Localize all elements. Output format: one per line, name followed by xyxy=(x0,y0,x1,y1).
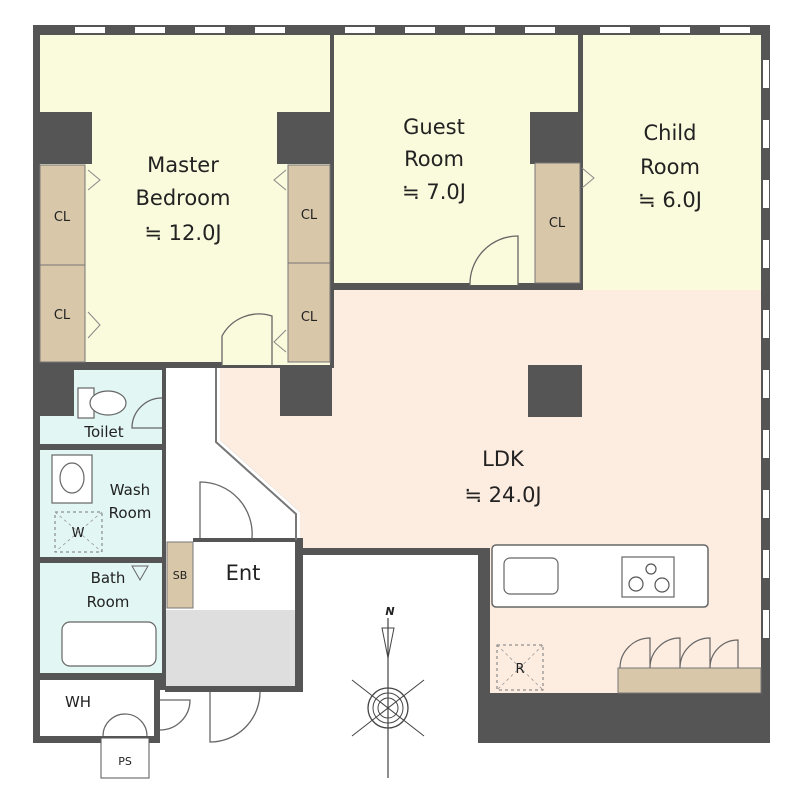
closet-label-3: CL xyxy=(301,208,318,223)
closet-label-2: CL xyxy=(54,308,71,323)
closet-master-right-top xyxy=(287,164,331,264)
bathtub xyxy=(61,621,157,667)
stove xyxy=(621,556,675,598)
cupboard xyxy=(617,667,762,694)
master-bedroom-area xyxy=(40,35,330,365)
door-wash xyxy=(199,481,253,539)
wall-entrance-right xyxy=(295,540,303,690)
closet-door-marks xyxy=(87,167,595,353)
door-ps xyxy=(102,713,148,737)
pipe-space-label: PS xyxy=(118,755,132,768)
wall-master-guest xyxy=(330,35,334,290)
water-heater-label: WH xyxy=(65,693,91,711)
child-room-name-2: Room xyxy=(640,155,700,179)
wall-ldk-bottom xyxy=(478,693,770,703)
shoe-box-label: SB xyxy=(173,569,188,582)
toilet-label: Toilet xyxy=(83,423,123,441)
wall-wet-right xyxy=(162,368,166,688)
washer-label: W xyxy=(72,526,85,541)
bath-drain-mark xyxy=(131,565,149,582)
master-bedroom-name-1: Master xyxy=(147,153,219,177)
guest-room-name-2: Room xyxy=(404,147,464,171)
wall-ldk-left xyxy=(478,555,490,700)
wall-bath-bottom xyxy=(40,673,165,680)
column-lower-mid xyxy=(280,368,332,416)
washer-space xyxy=(54,511,103,553)
column-master-left xyxy=(40,112,92,164)
shoe-box xyxy=(166,541,194,609)
hallway-wall-line xyxy=(215,368,297,540)
burner-1 xyxy=(628,576,644,592)
door-guest xyxy=(469,235,519,287)
closet-master-right-bottom xyxy=(287,262,331,363)
column-child-left xyxy=(530,112,583,164)
column-master-right xyxy=(277,112,330,164)
wall-wash-bottom xyxy=(40,557,165,563)
wall-entrance-top xyxy=(193,538,303,542)
outside-area-lower xyxy=(160,690,478,800)
door-entrance xyxy=(209,691,261,743)
door-wh xyxy=(159,699,191,731)
wall-toilet-bottom xyxy=(40,444,165,450)
water-heater-area xyxy=(40,680,154,736)
closet-label-5: CL xyxy=(549,216,566,231)
closet-label-4: CL xyxy=(301,310,318,325)
entrance-floor xyxy=(165,610,295,686)
compass-north-label: N xyxy=(385,605,394,618)
cupboard-door-arcs xyxy=(619,637,739,669)
wash-room-name-1: Wash xyxy=(110,481,150,499)
ldk-name: LDK xyxy=(482,447,525,471)
kitchen-sink xyxy=(503,557,559,595)
closet-master-left-top xyxy=(39,164,86,266)
master-bedroom-area: ≒ 12.0J xyxy=(144,221,221,245)
entrance-label: Ent xyxy=(226,561,261,585)
guest-room-name-1: Guest xyxy=(403,115,465,139)
burner-2 xyxy=(645,563,657,575)
child-room-area: ≒ 6.0J xyxy=(638,188,702,212)
wall-master-bottom xyxy=(40,362,222,368)
pipe-space xyxy=(100,737,150,779)
fridge-label: R xyxy=(515,662,524,677)
child-room-area xyxy=(583,35,761,290)
wall-porch-top xyxy=(303,548,490,555)
ldk-area: ≒ 24.0J xyxy=(464,483,541,507)
wash-basin xyxy=(59,462,85,494)
child-room-name-1: Child xyxy=(644,121,697,145)
master-bedroom-name-2: Bedroom xyxy=(136,186,231,210)
hallway xyxy=(165,368,300,540)
bath-room-name-2: Room xyxy=(87,593,130,611)
compass-rose xyxy=(351,618,425,778)
wall-guest-bottom xyxy=(334,283,470,288)
closet-label-1: CL xyxy=(54,210,71,225)
fridge-space xyxy=(496,644,544,691)
column-lower-left xyxy=(40,368,74,416)
toilet-bowl xyxy=(89,390,127,416)
bath-room-name-1: Bath xyxy=(91,569,126,587)
closet-master-left-bottom xyxy=(39,264,86,363)
closet-child xyxy=(534,162,581,284)
door-master xyxy=(221,313,273,366)
window-marks xyxy=(75,27,769,638)
burner-3 xyxy=(654,577,670,593)
door-toilet xyxy=(131,397,163,429)
column-ldk-center xyxy=(528,365,582,417)
guest-room-area: ≒ 7.0J xyxy=(402,180,466,204)
wash-room-name-2: Room xyxy=(109,504,152,522)
wall-entrance-bottom xyxy=(165,686,303,692)
wall-guest-bottom-right xyxy=(518,283,583,288)
